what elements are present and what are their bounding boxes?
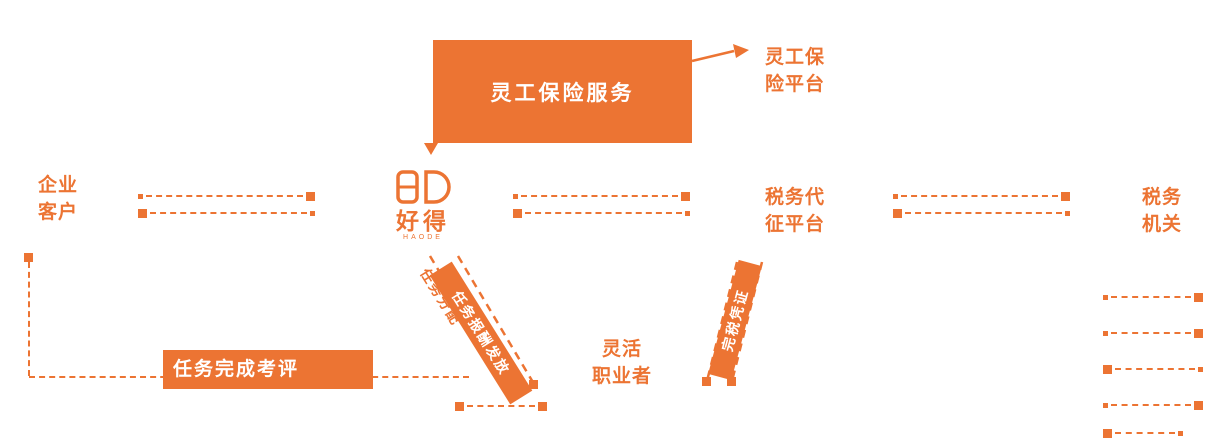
arrow-line <box>150 212 307 214</box>
arrow-cap <box>1103 294 1108 300</box>
arrow-head <box>1194 292 1203 302</box>
arrow-line <box>467 405 535 407</box>
arrow-line <box>1115 368 1195 370</box>
node-tax-agency-line2: 征平台 <box>764 213 825 235</box>
arrow-agency-to-haode <box>513 208 690 218</box>
node-tax-authority-line2: 机关 <box>1141 213 1182 235</box>
arrow-cap <box>1198 366 1203 372</box>
node-insurance-platform: 灵工保 险平台 <box>753 45 837 99</box>
evaluation-bar-label: 任务完成考评 <box>173 359 300 380</box>
node-enterprise-line1: 企业 <box>37 175 78 196</box>
arrow-line <box>146 195 303 197</box>
node-gig-worker-line1: 灵活 <box>601 339 642 360</box>
arrow-head <box>513 208 522 218</box>
arrow-cap <box>893 193 898 199</box>
arrow-haode-to-enterprise <box>138 208 315 218</box>
arrow-cap <box>1065 210 1070 216</box>
tax-ribbon-label: 完税凭证 <box>708 259 762 381</box>
node-insurance-line1: 灵工保 <box>764 47 825 68</box>
arrow-line <box>901 195 1058 197</box>
haode-logo-subtext: HAODE <box>403 234 443 242</box>
arrow-cap <box>513 193 518 199</box>
authority-flow-line-3 <box>1103 364 1203 374</box>
arrow-box-down <box>424 143 438 155</box>
arrow-line <box>1111 332 1191 334</box>
arrow-head <box>893 208 902 218</box>
arrow-line <box>525 212 682 214</box>
node-tax-authority: 税务 机关 <box>1128 185 1196 239</box>
node-gig-worker: 灵活 职业者 <box>582 337 662 391</box>
arrow-head <box>306 191 315 201</box>
node-gig-worker-line2: 职业者 <box>591 365 652 387</box>
node-enterprise: 企业 客户 <box>26 173 90 227</box>
insurance-service-label: 灵工保险服务 <box>490 81 635 105</box>
arrow-head <box>1103 364 1112 374</box>
arrow-haode-to-agency <box>513 191 690 201</box>
arrow-cap <box>1103 402 1108 408</box>
arrow-line <box>905 212 1062 214</box>
arrow-cap <box>1178 430 1183 436</box>
pay-ribbon-label: 任务报酬发放 <box>429 261 533 405</box>
authority-flow-line-5 <box>1103 428 1183 438</box>
node-tax-agency: 税务代 征平台 <box>750 185 840 239</box>
haode-logo: 好得 HAODE <box>384 170 462 241</box>
arrow-cap <box>310 210 315 216</box>
arrow-head <box>1194 400 1203 410</box>
authority-flow-line-2 <box>1103 328 1203 338</box>
arrow-head <box>1061 191 1070 201</box>
arrow-cap <box>685 210 690 216</box>
arrow-cap <box>138 193 143 199</box>
arrow-head <box>733 44 749 58</box>
arrow-head <box>24 253 33 262</box>
node-insurance-line2: 险平台 <box>764 73 825 95</box>
arrow-agency-to-authority <box>893 191 1070 201</box>
line-enterprise-down <box>28 262 30 376</box>
arrow-head <box>538 401 547 411</box>
arrow-head <box>681 191 690 201</box>
arrow-head <box>1194 328 1203 338</box>
arrow-head <box>455 401 464 411</box>
arrow-enterprise-to-haode <box>138 191 315 201</box>
insurance-service-box: 灵工保险服务 <box>433 40 692 143</box>
node-enterprise-line2: 客户 <box>37 201 78 223</box>
authority-flow-line-4 <box>1103 400 1203 410</box>
arrow-line <box>1115 432 1175 434</box>
arrow-authority-to-agency <box>893 208 1070 218</box>
arrow-head <box>1103 428 1112 438</box>
arrow-box-to-insurance <box>691 44 749 63</box>
arrow-line <box>521 195 678 197</box>
arrow-head <box>138 208 147 218</box>
arrow-line <box>1111 404 1191 406</box>
node-tax-agency-line1: 税务代 <box>764 187 825 208</box>
haode-logo-text: 好得 <box>396 208 450 234</box>
arrow-line <box>1111 296 1191 298</box>
arrow-cap <box>1103 330 1108 336</box>
haode-logo-mark-icon <box>396 170 451 204</box>
line-worker-to-evaluation <box>455 401 547 411</box>
evaluation-bar: 任务完成考评 <box>163 350 373 389</box>
authority-flow-line-1 <box>1103 292 1203 302</box>
node-tax-authority-line1: 税务 <box>1141 187 1182 208</box>
arrow-head <box>702 377 711 386</box>
